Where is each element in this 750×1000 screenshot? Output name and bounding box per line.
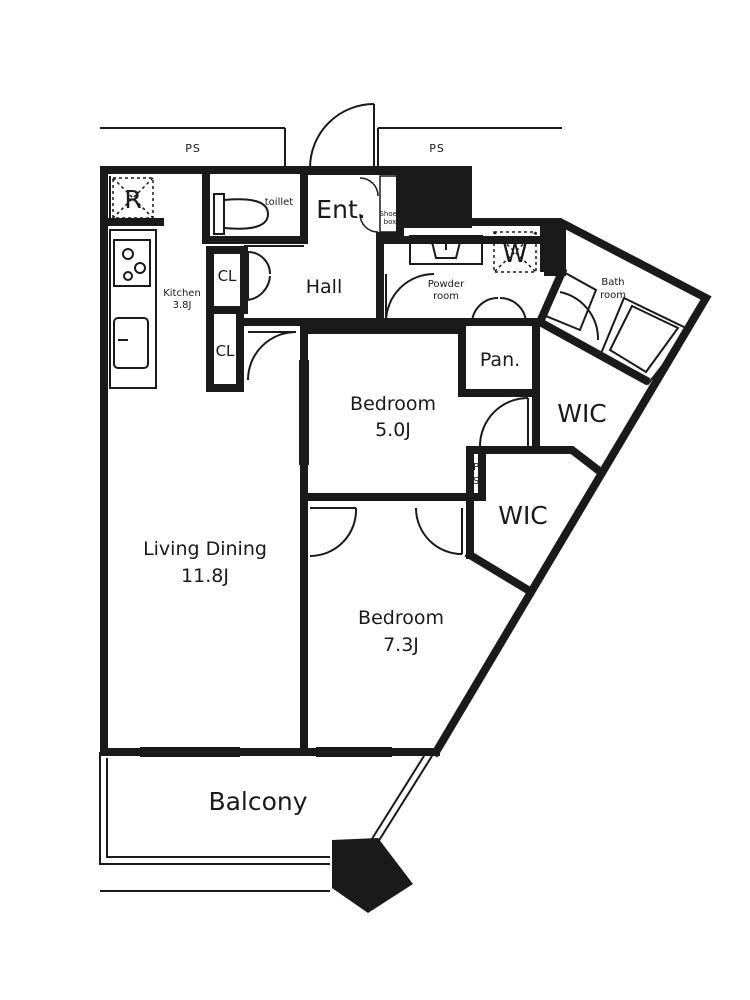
living-dining-label: Living Dining (143, 538, 267, 560)
entrance-label: Ent. (316, 195, 365, 224)
outside-lines (100, 127, 562, 892)
shoes-box-label-2: box (384, 218, 397, 226)
toilet-fixture (213, 193, 270, 235)
kitchen-size: 3.8J (173, 300, 192, 311)
wic-lower-label: WIC (498, 501, 548, 530)
entrance-door[interactable] (309, 103, 375, 169)
linen-label: Lin. (550, 256, 563, 264)
door-swings (247, 251, 600, 558)
living-dining-size: 11.8J (181, 565, 229, 587)
thin-walls (109, 173, 400, 465)
closet-lower-label: CL (216, 342, 235, 360)
powder-room-label-1: Powder (428, 279, 465, 290)
structural-column (402, 166, 472, 228)
powder-basin (409, 235, 483, 265)
bedroom-small-label: Bedroom (350, 393, 436, 415)
bath-room-label-2: room (600, 290, 626, 301)
balcony-label: Balcony (208, 787, 307, 816)
wic-upper-label: WIC (557, 399, 607, 428)
balcony-column (332, 838, 413, 913)
closet-upper-label: CL (218, 267, 237, 285)
washer-box (493, 231, 537, 273)
structural-corner (540, 225, 566, 272)
pipe-space-right-label: PS (429, 142, 445, 155)
walls (100, 166, 712, 758)
pipe-space-left-label: PS (185, 142, 201, 155)
toilet-label: toillet (265, 197, 294, 208)
hall-label: Hall (306, 276, 343, 298)
kitchen-counter (109, 229, 157, 389)
shoes-box (359, 175, 401, 233)
pipe-space-small-label-1: P (473, 462, 479, 473)
windows (140, 747, 392, 757)
bath-room-label-1: Bath (601, 277, 624, 288)
bedroom-main-label: Bedroom (358, 607, 444, 629)
balcony-rail (99, 752, 433, 865)
bedroom-main-size: 7.3J (383, 634, 419, 656)
washer-label: W (503, 239, 528, 268)
powder-room-label-2: room (433, 291, 459, 302)
bathtub (544, 268, 692, 386)
pipe-space-small-label-2: S (473, 476, 479, 487)
refrigerator-box (112, 177, 154, 219)
bedroom-small-size: 5.0J (375, 419, 411, 441)
refrigerator-label: R (124, 185, 141, 214)
shoes-box-label-1: Shoes (379, 210, 400, 218)
pantry-label: Pan. (480, 349, 520, 371)
kitchen-label: Kitchen (163, 288, 201, 299)
